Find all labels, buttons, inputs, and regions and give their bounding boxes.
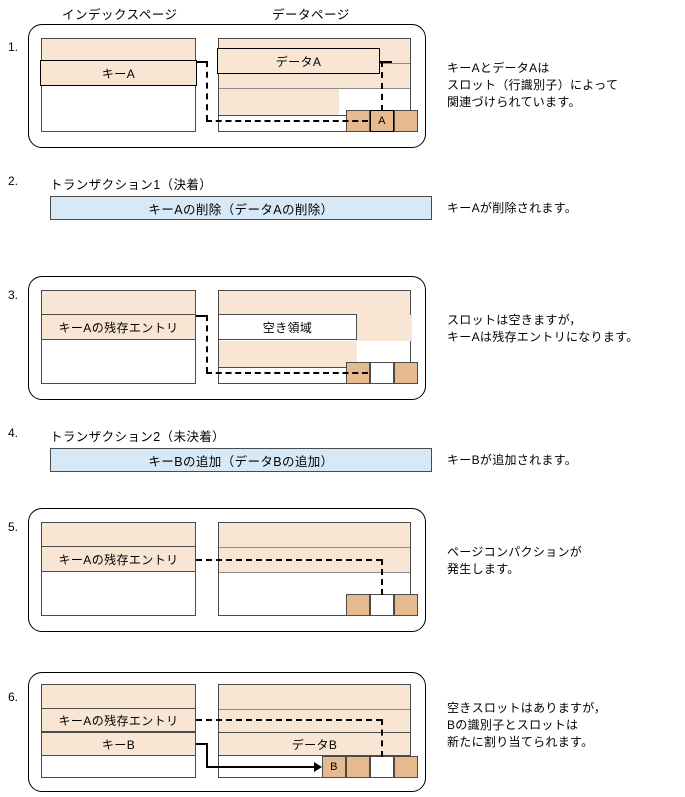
panel-6-keyb-horizontal: [206, 766, 316, 768]
panel-1-key-stub-top: [196, 61, 208, 63]
panel-5-data-header-band: [219, 523, 410, 547]
panel-6-data-b-entry: データB: [218, 732, 411, 756]
panel-3-data-right-band: [357, 315, 412, 341]
panel-6-data-header-band: [219, 685, 410, 709]
panel-5-index-key-entry: キーAの残存エントリ: [41, 546, 196, 572]
panel-6-keyb-stub: [196, 743, 208, 745]
panel-5-slot-empty: [370, 594, 394, 616]
panel-3-data-header-band: [219, 291, 410, 315]
panel-6-arrow-head: [314, 762, 322, 772]
panel-1-note: キーAとデータAは スロット（行識別子）によって 関連づけられています。: [447, 61, 619, 109]
panel-5-note: ページコンパクションが 発生します。: [447, 545, 583, 576]
panel-6-keyb-vertical: [206, 743, 208, 767]
panel-3-slot-right: [394, 362, 418, 384]
panel-4-title: トランザクション2（未決着）: [50, 430, 226, 444]
panel-6-slot-right: [394, 756, 418, 778]
panel-6-dash-horizontal: [196, 719, 382, 721]
panel-6-data-second-band: [219, 709, 410, 733]
step-number-1: 1.: [8, 40, 19, 54]
step-number-6: 6.: [8, 690, 19, 704]
panel-5-dash-horizontal: [196, 559, 382, 561]
panel-3-note: スロットは空きますが， キーAは残存エントリになります。: [447, 313, 639, 344]
panel-4-transaction-bar: キーBの追加（データBの追加）: [50, 448, 432, 472]
panel-6-dash-vertical: [381, 719, 383, 757]
panel-3-slot-empty: [370, 362, 394, 384]
panel-5-index-header-band: [42, 523, 195, 547]
panel-1-data-free-band: [219, 89, 339, 115]
panel-3-index-header-band: [42, 291, 195, 315]
column-header-data-page: データページ: [272, 8, 350, 22]
panel-3-key-dash-vertical: [206, 315, 208, 373]
panel-5-slot-left: [346, 594, 370, 616]
panel-1-index-header-band: [42, 39, 195, 63]
panel-3-index-key-entry: キーAの残存エントリ: [41, 314, 196, 340]
panel-1-slot-right: [394, 110, 418, 132]
panel-3-data-used-band: [219, 341, 357, 367]
panel-3-free-space-entry: 空き領域: [218, 314, 357, 340]
panel-5-dash-vertical: [381, 559, 383, 595]
panel-6-index-key-a-entry: キーAの残存エントリ: [41, 708, 196, 732]
panel-6-index-header-band: [42, 685, 195, 709]
panel-2-note: キーAが削除されます。: [447, 201, 578, 215]
step-number-2: 2.: [8, 174, 19, 188]
panel-1-data-dash-vertical: [381, 61, 383, 111]
panel-1-index-key-entry: キーA: [40, 60, 197, 86]
panel-5-slot-right: [394, 594, 418, 616]
column-header-index-page: インデックスページ: [62, 8, 178, 22]
panel-6-slot-b: B: [322, 756, 346, 778]
panel-1-key-dash-horizontal: [206, 120, 368, 122]
panel-1-data-entry: データA: [217, 48, 380, 74]
panel-3-key-stub: [196, 315, 208, 317]
panel-3-slot-row: [219, 367, 410, 383]
panel-2-transaction-bar: キーAの削除（データAの削除）: [50, 196, 432, 220]
panel-6-slot-second: [346, 756, 370, 778]
panel-6-note: 空きスロットはありますが， Bの識別子とスロットは 新たに割り当てられます。: [447, 701, 607, 749]
panel-3-key-dash-horizontal: [206, 372, 368, 374]
panel-1-key-dash-vertical: [206, 61, 208, 121]
panel-6-index-key-b-entry: キーB: [41, 732, 196, 756]
step-number-5: 5.: [8, 520, 19, 534]
panel-4-note: キーBが追加されます。: [447, 453, 578, 467]
step-number-3: 3.: [8, 288, 19, 302]
panel-1-slot-row: [219, 115, 410, 131]
panel-2-title: トランザクション1（決着）: [50, 178, 213, 192]
step-number-4: 4.: [8, 426, 19, 440]
panel-6-slot-empty: [370, 756, 394, 778]
panel-1-slot-a: A: [370, 110, 394, 132]
panel-1-data-stub-top: [380, 61, 392, 63]
